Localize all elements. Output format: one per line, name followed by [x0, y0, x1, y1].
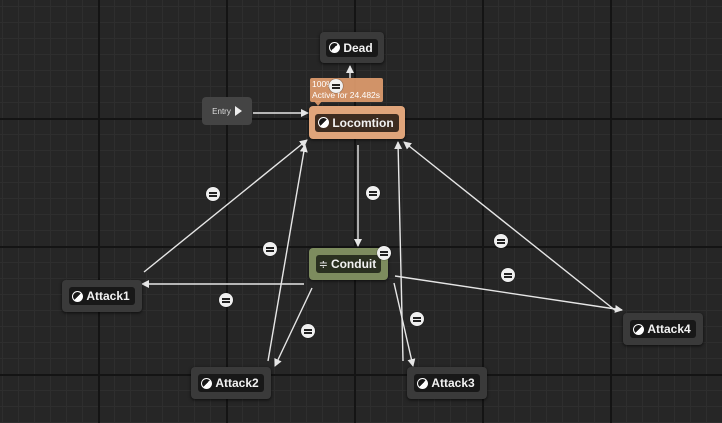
state-label: Attack4 — [647, 322, 691, 336]
state-attack4[interactable]: Attack4 — [623, 313, 703, 345]
wire-attack4-to-locomotion — [403, 141, 617, 312]
state-icon — [329, 42, 341, 53]
debug-weight: 100% — [312, 79, 334, 89]
state-label: Locomtion — [332, 115, 394, 130]
wire-attack1-to-locomotion — [143, 139, 308, 273]
state-label: Attack3 — [431, 376, 475, 390]
debug-active-time: Active for 24.482s — [312, 90, 381, 100]
transition-rule-icon[interactable] — [366, 186, 380, 200]
state-dead[interactable]: Dead — [320, 32, 384, 63]
state-label: Attack2 — [215, 376, 259, 390]
state-attack1[interactable]: Attack1 — [62, 280, 142, 312]
transition-rule-icon[interactable] — [501, 268, 515, 282]
transition-rule-icon[interactable] — [329, 79, 343, 93]
state-icon — [417, 377, 429, 389]
entry-node[interactable]: Entry — [202, 97, 252, 125]
transition-rule-icon[interactable] — [301, 324, 315, 338]
debug-tooltip: 100% Active for 24.482s — [310, 78, 383, 102]
debug-tooltip-pointer — [314, 101, 322, 106]
state-label: Attack1 — [86, 289, 130, 303]
conduit-node[interactable]: ≑ Conduit — [309, 248, 388, 280]
state-label: Conduit — [330, 257, 377, 271]
state-icon — [72, 290, 84, 302]
transition-rule-icon[interactable] — [494, 234, 508, 248]
transition-rule-icon[interactable] — [206, 187, 220, 201]
transition-rule-icon[interactable] — [410, 312, 424, 326]
wire-attack3-to-locomotion — [394, 141, 404, 362]
wire-conduit-to-attack3 — [393, 282, 416, 367]
conduit-icon: ≑ — [318, 258, 328, 271]
state-attack2[interactable]: Attack2 — [191, 367, 271, 399]
state-attack3[interactable]: Attack3 — [407, 367, 487, 399]
entry-arrow-icon — [234, 106, 242, 116]
wire-attack2-to-locomotion — [267, 144, 308, 362]
transition-rule-icon[interactable] — [263, 242, 277, 256]
wire-conduit-to-attack4 — [394, 275, 623, 313]
transition-rule-icon[interactable] — [377, 246, 391, 260]
state-icon — [201, 377, 213, 389]
wire-conduit-to-attack2 — [274, 287, 313, 367]
state-icon — [318, 117, 330, 128]
state-label: Dead — [343, 40, 373, 55]
transition-rule-icon[interactable] — [219, 293, 233, 307]
state-icon — [633, 323, 645, 335]
entry-label: Entry — [212, 106, 231, 116]
state-locomotion[interactable]: Locomtion — [309, 106, 405, 139]
